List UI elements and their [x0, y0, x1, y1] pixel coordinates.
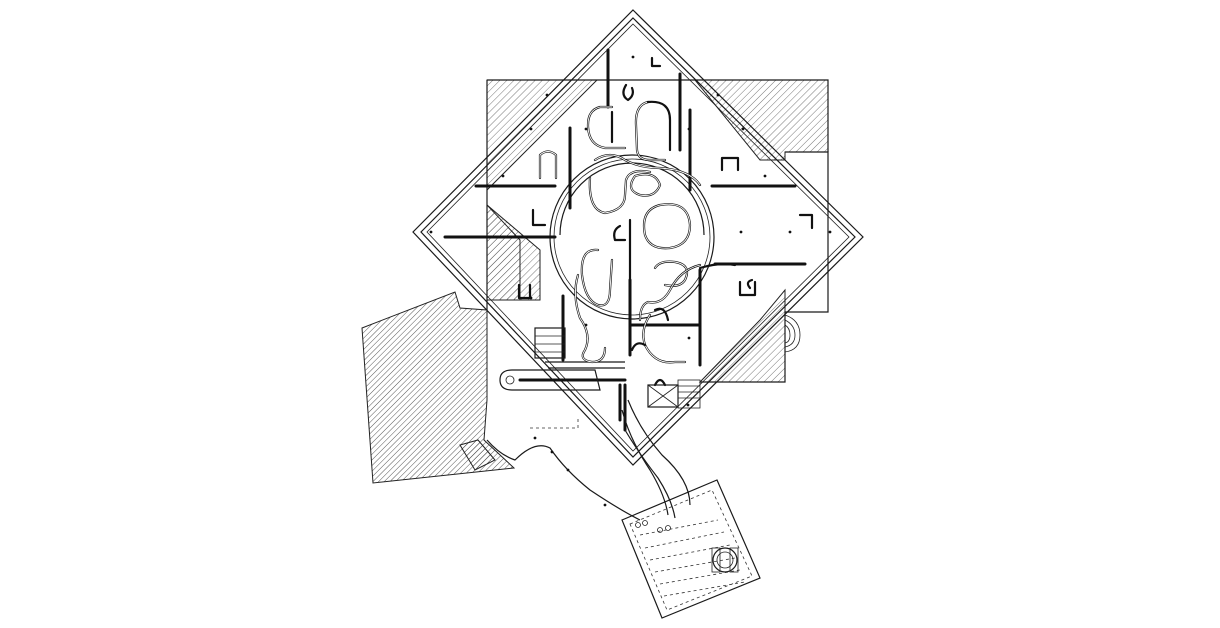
diamond-inner: [420, 17, 856, 458]
curve-wall: [630, 342, 647, 352]
fixture-u: [517, 283, 532, 300]
entry-path: [459, 399, 691, 521]
diamond-outer: [412, 9, 864, 466]
property-line: [530, 418, 579, 429]
terrace-pill: [499, 369, 601, 391]
fixture-hook: [653, 378, 667, 387]
deck-inner: [629, 489, 753, 611]
fixture-l: [798, 213, 814, 230]
hatched-area-right: [698, 288, 786, 383]
diamond-innermost: [426, 23, 850, 452]
curve-wall: [653, 307, 670, 322]
deck-outline: [621, 479, 761, 619]
stair-box: [534, 327, 566, 359]
hatched-terrain-left: [361, 291, 516, 484]
fixture-l: [650, 56, 662, 68]
fixture-hook: [746, 278, 754, 290]
rect-right-annex: [700, 151, 829, 383]
curve-wall: [580, 248, 614, 307]
annex-stair: [784, 314, 801, 353]
straight-walls: [443, 48, 807, 432]
path-centerline: [624, 429, 676, 519]
fixture-u: [720, 156, 740, 172]
curve-wall: [638, 263, 702, 322]
rect-outline: [487, 79, 829, 152]
curve-wall: [698, 262, 737, 270]
outer-frames: [412, 9, 864, 466]
deck-platform: [621, 479, 761, 619]
fixture-u: [738, 280, 757, 297]
hatched-area-top-right: [693, 79, 829, 161]
fixture-hook: [622, 83, 634, 102]
curve-wall: [634, 100, 667, 162]
fixture-l: [531, 208, 547, 227]
column-dots: [429, 55, 832, 507]
curved-partitions: [517, 56, 814, 387]
hatched-stair: [459, 439, 496, 471]
curve-wall: [642, 313, 687, 364]
curve-wall: [646, 100, 672, 152]
hatched-roof-areas: [361, 79, 829, 484]
lower-entry: [499, 314, 801, 409]
fixture-u: [538, 150, 558, 180]
curve-wall: [613, 224, 627, 242]
garden-edge: [486, 439, 641, 521]
curve-wall: [642, 203, 692, 250]
path-edge: [621, 409, 669, 516]
entry-box: [677, 379, 701, 409]
hot-tub: [712, 547, 738, 573]
path-edge: [627, 399, 691, 506]
